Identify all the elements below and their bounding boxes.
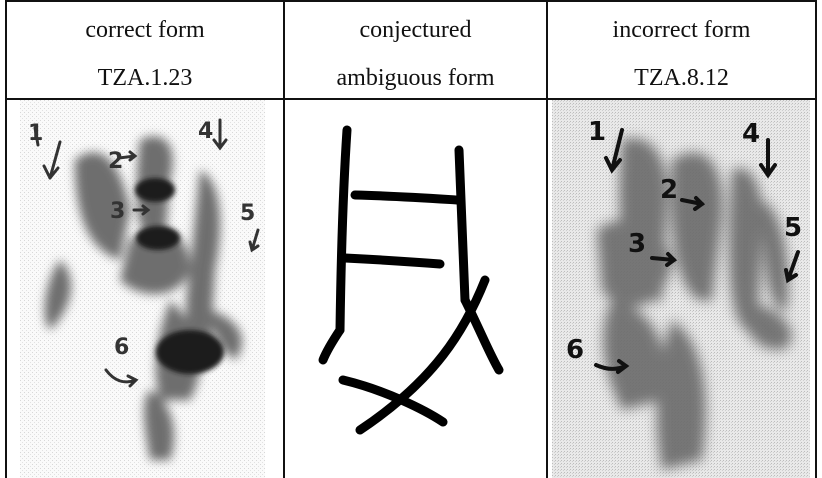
table-border-right xyxy=(815,0,817,478)
stroke-number-6: 6 xyxy=(566,335,584,365)
table-border-left xyxy=(5,0,7,478)
stroke-number-5: 5 xyxy=(240,201,255,226)
column-divider-2 xyxy=(546,0,548,478)
drawing-conjectured-form xyxy=(285,100,546,478)
header-subtitle: TZA.1.23 xyxy=(97,65,193,91)
stroke-number-3: 3 xyxy=(628,229,646,259)
scan-correct-form: 1 2 3 4 5 6 xyxy=(20,100,275,478)
stroke-number-2: 2 xyxy=(660,175,678,205)
scan-incorrect-form: 1 2 3 4 5 6 xyxy=(552,100,810,478)
stroke-number-1: 1 xyxy=(588,117,606,147)
stroke-number-5: 5 xyxy=(784,213,802,243)
stroke-number-1: 1 xyxy=(28,121,43,146)
header-conjectured-form: conjectured ambiguous form xyxy=(285,0,546,98)
header-subtitle: TZA.8.12 xyxy=(634,65,729,91)
correct-form-image: 1 2 3 4 5 6 xyxy=(20,100,265,478)
header-correct-form: correct form TZA.1.23 xyxy=(7,0,283,98)
stroke-number-4: 4 xyxy=(198,119,213,144)
column-divider-1 xyxy=(283,0,285,478)
header-title: conjectured xyxy=(359,17,472,43)
header-title: incorrect form xyxy=(612,17,751,43)
stroke-number-6: 6 xyxy=(114,335,129,360)
stroke-number-2: 2 xyxy=(108,149,123,174)
stroke-number-4: 4 xyxy=(742,119,760,149)
conjectured-form-drawing xyxy=(318,125,504,435)
stroke-number-3: 3 xyxy=(110,199,125,224)
header-incorrect-form: incorrect form TZA.8.12 xyxy=(548,0,815,98)
table-border-top xyxy=(5,0,817,2)
header-title: correct form xyxy=(85,17,205,43)
header-divider xyxy=(5,98,817,100)
incorrect-form-image: 1 2 3 4 5 6 xyxy=(552,100,810,478)
header-subtitle: ambiguous form xyxy=(336,65,495,91)
